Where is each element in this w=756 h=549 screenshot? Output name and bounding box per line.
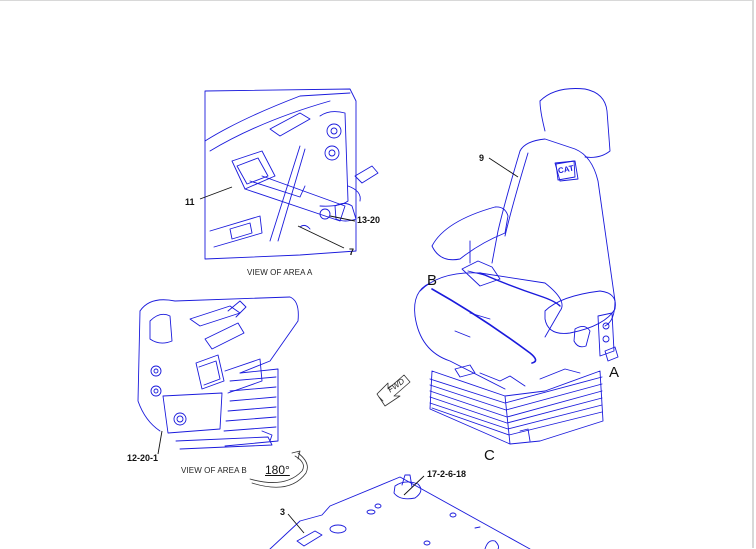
leader-11 bbox=[199, 186, 233, 200]
rotation-label: 180° bbox=[265, 463, 290, 477]
main-seat-drawing bbox=[414, 88, 619, 445]
view-marker-b: B bbox=[427, 272, 438, 289]
leader-12-20-1 bbox=[157, 430, 163, 455]
leader-9 bbox=[488, 157, 519, 178]
view-marker-a: A bbox=[609, 364, 620, 381]
view-marker-c: C bbox=[484, 447, 495, 464]
callout-11: 11 bbox=[185, 197, 195, 207]
callout-17-2-6-18: 17-2-6-18 bbox=[427, 469, 467, 479]
area-a-detail-drawing bbox=[204, 88, 379, 260]
rotation-arrow-drawing bbox=[249, 450, 308, 488]
leader-17-2-6-18 bbox=[403, 475, 425, 496]
floor-plate-drawing bbox=[269, 474, 531, 549]
leader-7 bbox=[297, 225, 345, 249]
leader-13-20 bbox=[329, 215, 356, 222]
caption-view-area-b: VIEW OF AREA B bbox=[181, 466, 247, 475]
fwd-arrow-drawing bbox=[376, 374, 411, 407]
callout-12-20-1: 12-20-1 bbox=[127, 453, 159, 463]
leader-3 bbox=[287, 513, 305, 534]
callout-13-20: 13-20 bbox=[357, 215, 381, 225]
caption-view-area-a: VIEW OF AREA A bbox=[247, 268, 313, 277]
callout-3: 3 bbox=[280, 507, 286, 517]
area-b-detail-drawing bbox=[137, 296, 299, 450]
callout-9: 9 bbox=[479, 153, 485, 163]
callout-7: 7 bbox=[349, 247, 355, 257]
